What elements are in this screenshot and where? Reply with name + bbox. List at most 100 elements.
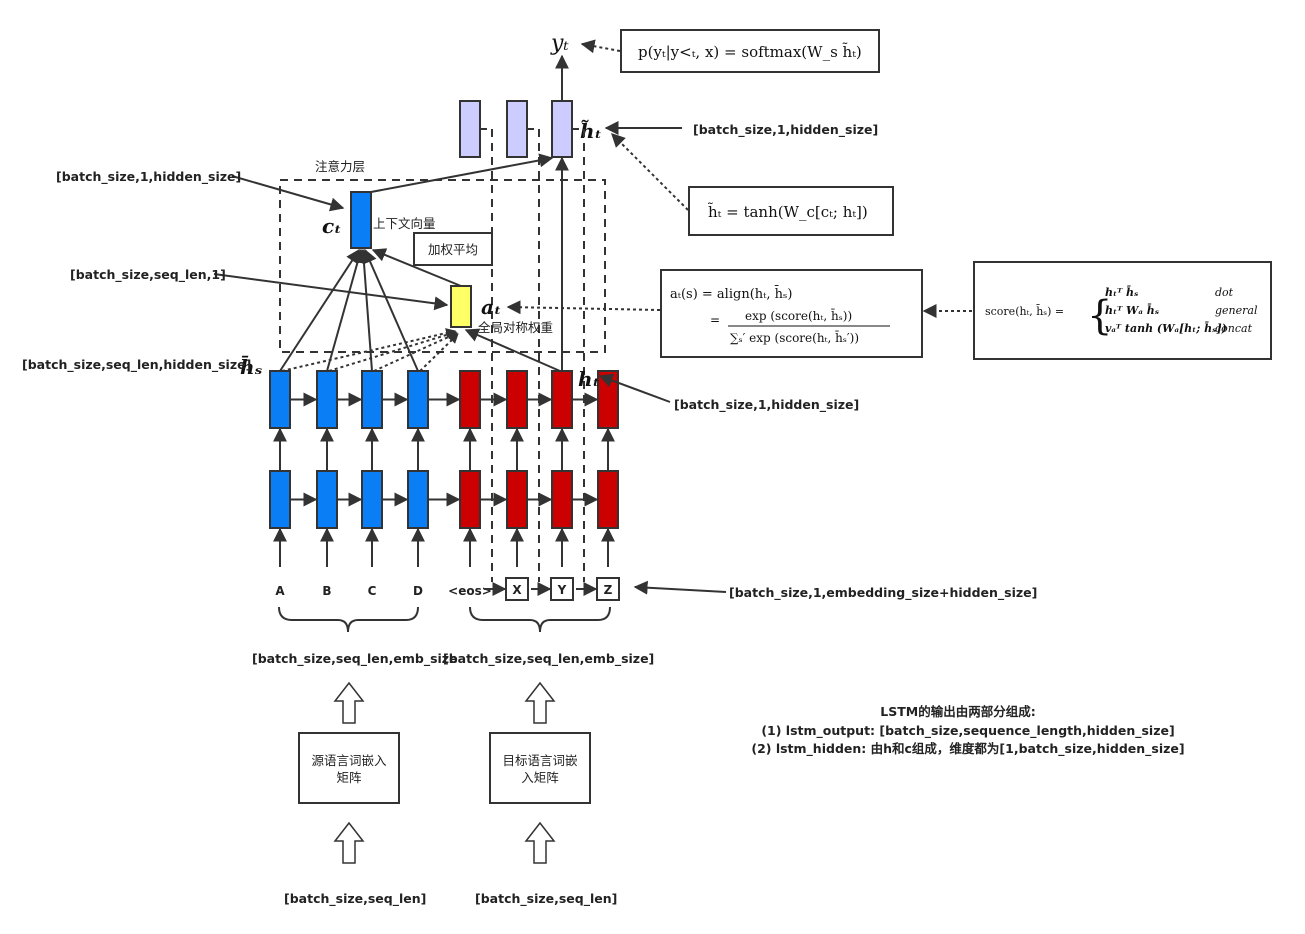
hollow-arrows bbox=[333, 681, 556, 864]
encoder-lstm-cell bbox=[316, 470, 338, 529]
align-equation-line1: aₜ(s) = align(hₜ, h̄ₛ) bbox=[670, 285, 792, 302]
encoder-lstm-cell bbox=[407, 470, 429, 529]
softmax-equation: p(yₜ|y<ₜ, x) = softmax(W_s h̃ₜ) bbox=[638, 43, 862, 61]
target-embedding-label: 目标语言词嵌 bbox=[502, 753, 577, 768]
softmax-equation-box bbox=[620, 29, 880, 73]
ht-to-weights-arrow bbox=[464, 328, 561, 372]
encoder-lstm-cell bbox=[269, 470, 291, 529]
a-t-symbol: aₜ bbox=[481, 295, 501, 319]
target-token: X bbox=[512, 583, 522, 597]
decoder-input-shape-arrow bbox=[633, 580, 727, 595]
note-title: LSTM的输出由两部分组成: bbox=[880, 704, 1035, 719]
attention-layer-box bbox=[279, 179, 606, 353]
target-ids-shape-label: [batch_size,seq_len] bbox=[475, 891, 617, 907]
score-equation-box bbox=[973, 261, 1272, 360]
attentional-cell bbox=[506, 100, 528, 158]
y-t-symbol: yₜ bbox=[550, 31, 569, 56]
softmax-dotted-arrow bbox=[580, 39, 621, 54]
align-equation-denominator: ∑ₛ′ exp (score(hₜ, h̄ₛ′)) bbox=[730, 329, 859, 345]
note-line1: (1) lstm_output: [batch_size,sequence_le… bbox=[761, 723, 1174, 739]
context-shape-arrow bbox=[231, 175, 345, 212]
align-equation-numerator: exp (score(hₜ, h̄ₛ)) bbox=[745, 307, 852, 323]
target-embedding-label: 入矩阵 bbox=[521, 770, 559, 785]
context-vector-cell bbox=[350, 191, 372, 249]
encoder-lstm-cell bbox=[316, 370, 338, 429]
alignment-weights-label: 全局对称权重 bbox=[478, 320, 553, 335]
source-embedding-label: 矩阵 bbox=[336, 770, 362, 785]
h-t-symbol: hₜ bbox=[578, 367, 600, 391]
h-tilde-symbol: h̃ₜ bbox=[580, 119, 602, 143]
hollow-up-arrow-icon bbox=[333, 681, 365, 724]
align-shape-label: [batch_size,seq_len,1] bbox=[70, 267, 226, 283]
enc-to-context-arrow bbox=[363, 248, 419, 372]
alignment-weights-cell bbox=[450, 285, 472, 328]
decoder-lstm-cell bbox=[551, 370, 573, 429]
target-embedding-box bbox=[489, 732, 591, 804]
score-case-name: dot bbox=[1215, 286, 1234, 299]
score-case-name: concat bbox=[1215, 322, 1253, 335]
source-embedding-label: 源语言词嵌入 bbox=[311, 753, 387, 768]
attentional-cell bbox=[459, 100, 481, 158]
decoder-lstm-cell bbox=[551, 470, 573, 529]
source-ids-shape-label: [batch_size,seq_len] bbox=[284, 891, 426, 907]
hollow-up-arrow-icon bbox=[524, 681, 556, 724]
align-shape-arrow bbox=[213, 273, 449, 311]
enc-to-weights-dotted bbox=[328, 329, 457, 372]
lstm-cells bbox=[269, 370, 619, 567]
brace: { bbox=[1087, 293, 1112, 339]
source-token: B bbox=[322, 584, 331, 598]
context-vector-label: 上下文向量 bbox=[373, 216, 436, 231]
enc-to-context-arrow bbox=[326, 248, 365, 372]
target-brace bbox=[469, 606, 611, 633]
target-token: Y bbox=[557, 583, 567, 597]
context-shape-label: [batch_size,1,hidden_size] bbox=[56, 169, 241, 185]
note-line2: (2) lstm_hidden: 由h和c组成，维度都为[1,batch_siz… bbox=[751, 741, 1184, 757]
weighted-average-label: 加权平均 bbox=[428, 242, 478, 257]
source-token: A bbox=[275, 584, 285, 598]
score-case-expr: hₜᵀ Wₐ h̄ₛ bbox=[1105, 303, 1159, 317]
source-token: D bbox=[413, 584, 423, 598]
enc-to-weights-dotted bbox=[419, 333, 459, 372]
attention-layer-label: 注意力层 bbox=[315, 159, 365, 174]
hollow-up-arrow-icon bbox=[524, 821, 556, 864]
input-tokens: A B C D <eos> X Y Z bbox=[275, 577, 620, 601]
target-token: <eos> bbox=[448, 584, 492, 598]
equals-sign: = bbox=[710, 313, 720, 327]
tanh-equation-box bbox=[688, 186, 894, 236]
context-to-attentional-arrow bbox=[370, 153, 554, 193]
weights-to-context-arrow bbox=[371, 248, 462, 287]
decoder-hidden-shape-label: [batch_size,1,hidden_size] bbox=[674, 397, 859, 413]
h-tilde-shape-label: [batch_size,1,hidden_size] bbox=[693, 122, 878, 138]
encoder-lstm-cell bbox=[361, 370, 383, 429]
score-case-name: general bbox=[1215, 304, 1258, 317]
attentional-cell-current bbox=[551, 100, 573, 158]
enc-to-context-arrow bbox=[279, 248, 360, 372]
source-brace bbox=[278, 606, 419, 633]
target-emb-shape-label: [batch_size,seq_len,emb_size] bbox=[443, 651, 654, 667]
decoder-lstm-cell bbox=[506, 470, 528, 529]
align-equation-box bbox=[660, 269, 923, 358]
hollow-up-arrow-icon bbox=[333, 821, 365, 864]
target-token: Z bbox=[604, 583, 613, 597]
h-bar-s-symbol: h̄ₛ bbox=[240, 354, 263, 379]
tanh-equation: h̃ₜ = tanh(W_c[cₜ; hₜ]) bbox=[707, 203, 868, 221]
tanh-dotted-arrow bbox=[611, 133, 689, 211]
decoder-lstm-cell bbox=[459, 370, 481, 429]
score-case-expr: vₐᵀ tanh (Wₐ[hₜ; h̄ₛ]) bbox=[1105, 321, 1227, 335]
encoder-outputs-shape-label: [batch_size,seq_len,hidden_size] bbox=[22, 357, 251, 373]
score-lhs: score(hₜ, h̄ₛ) = bbox=[985, 305, 1064, 318]
source-token: C bbox=[368, 584, 377, 598]
source-embedding-box bbox=[298, 732, 400, 804]
encoder-lstm-cell bbox=[361, 470, 383, 529]
encoder-lstm-cell bbox=[269, 370, 291, 429]
decoder-lstm-cell bbox=[506, 370, 528, 429]
decoder-lstm-cell bbox=[597, 470, 619, 529]
decoder-hidden-shape-arrow bbox=[598, 373, 671, 403]
c-t-symbol: cₜ bbox=[322, 214, 342, 238]
decoder-input-shape-label: [batch_size,1,embedding_size+hidden_size… bbox=[729, 585, 1037, 601]
weighted-average-box bbox=[413, 232, 493, 266]
encoder-lstm-cell bbox=[407, 370, 429, 429]
decoder-lstm-cell bbox=[459, 470, 481, 529]
score-case-expr: hₜᵀ h̄ₛ bbox=[1105, 285, 1138, 299]
